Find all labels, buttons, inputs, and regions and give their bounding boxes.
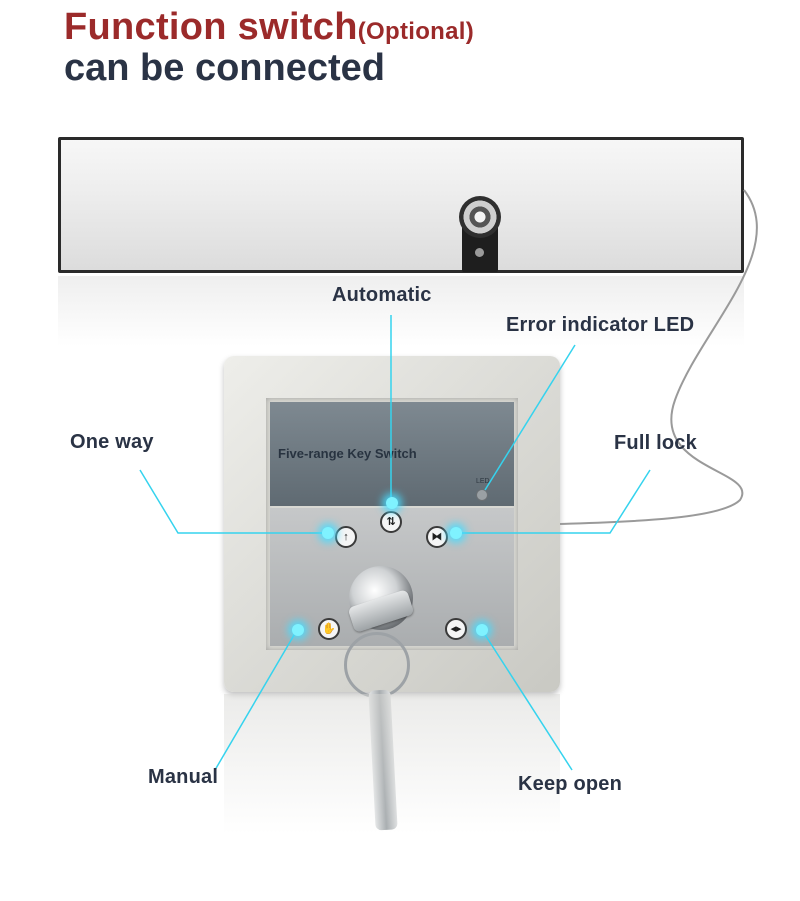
error-led-callout-line [484,344,576,491]
keep-open-mode-icon: ◂▸ [445,618,467,640]
door-opener-unit [58,137,744,273]
one-way-callout-line [139,469,326,534]
error-led-icon [476,489,488,501]
title-line-1: Function switch(Optional) [64,6,474,49]
automatic-glow-dot [386,497,398,509]
door-opener-reflection [58,276,744,346]
manual-callout-line [214,629,298,771]
full-lock-mode-icon: ⧓ [426,526,448,548]
led-label: LED [476,478,490,485]
automatic-mode-icon: ⇅ [380,511,402,533]
manual-label: Manual [148,766,219,788]
one-way-label: One way [70,431,154,453]
key-switch-reflection [224,694,560,834]
full-lock-callout-line [456,469,651,534]
one-way-glow-dot [322,527,334,539]
title-main: Function switch [64,6,358,48]
keep-open-label: Keep open [518,773,623,795]
title-block: Function switch(Optional) can be connect… [64,6,474,90]
switch-panel-label: Five-range Key Switch [278,446,417,461]
error-indicator-led-label: Error indicator LED [506,314,695,336]
key-switch-label-panel: Five-range Key Switch LED [270,402,514,506]
manual-glow-dot [292,624,304,636]
keep-open-glow-dot [476,624,488,636]
full-lock-label: Full lock [614,432,697,454]
manual-mode-icon: ✋ [318,618,340,640]
keep-open-callout-line [481,629,573,771]
title-line-2: can be connected [64,47,385,89]
opener-lock-icon [459,196,501,238]
full-lock-glow-dot [450,527,462,539]
connection-cable [559,189,758,525]
title-optional: (Optional) [357,18,475,45]
automatic-label: Automatic [332,284,432,306]
one-way-mode-icon: ↑ [335,526,357,548]
